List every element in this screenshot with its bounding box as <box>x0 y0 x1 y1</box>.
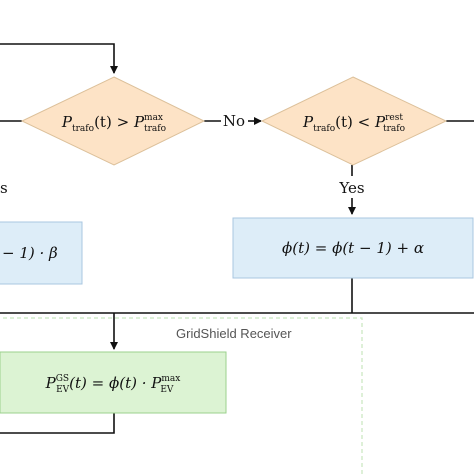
decision-restore <box>260 76 448 166</box>
process-ev-box <box>0 351 227 414</box>
edge-ev-loop <box>0 413 115 434</box>
connectors <box>0 43 474 434</box>
decision-overload <box>20 76 206 166</box>
receiver-container <box>0 317 363 474</box>
edge-yes-label: Yes <box>338 179 364 197</box>
edge-left-fragment-label: s <box>0 179 8 197</box>
process-increase-box <box>232 217 474 279</box>
edge-no-label: No <box>223 112 245 130</box>
process-decrease-box <box>0 221 83 285</box>
process-decrease-formula: − 1) · β <box>2 244 58 262</box>
receiver-label: GridShield Receiver <box>176 326 292 341</box>
edge-loop-to-overload <box>0 43 118 74</box>
process-increase-formula: ϕ(t) = ϕ(t − 1) + α <box>282 239 424 257</box>
